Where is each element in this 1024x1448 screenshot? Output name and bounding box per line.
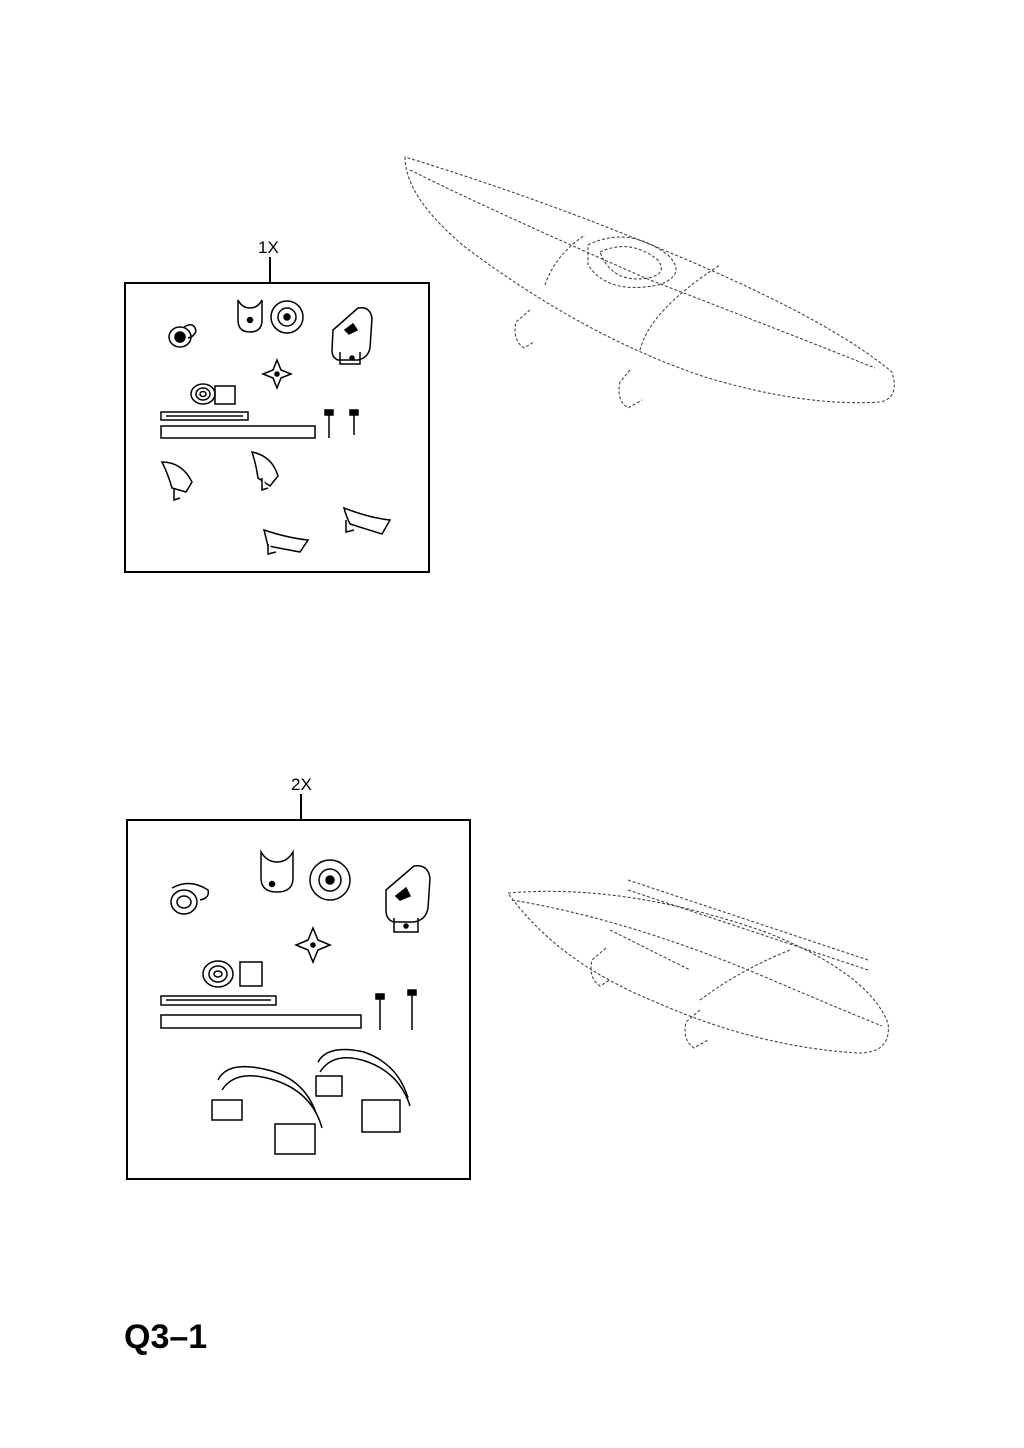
kayak-illustration-1 <box>404 156 895 409</box>
kit-2-frame <box>126 819 471 1180</box>
kit-1-lock-cylinder <box>168 324 197 348</box>
kit-1-round-knob <box>270 300 304 334</box>
kit-2-bolts <box>375 989 417 1030</box>
kit-1-bolts <box>324 409 359 438</box>
kayak-illustration-2 <box>506 879 889 1054</box>
kit-2-star-knob <box>294 926 332 964</box>
kit-2-strips <box>160 995 362 1029</box>
kit-1-label: 1X <box>258 238 279 257</box>
kit-1-holder-plate <box>237 299 263 333</box>
page-code: Q3–1 <box>124 1318 208 1356</box>
kit-2-strap-coil <box>202 960 263 988</box>
kit-1-strap-coil <box>190 383 236 405</box>
kit-2-group <box>126 794 889 1180</box>
kit-1-clamp-bracket <box>331 306 373 365</box>
kit-2-clamp-bracket <box>385 865 431 933</box>
kit-2-round-knob <box>309 859 351 901</box>
kit-2-lock-cylinder <box>170 882 210 915</box>
kit-1-frame <box>124 282 430 573</box>
kit-2-holder-plate <box>260 849 294 893</box>
kit-1-strips <box>160 411 316 439</box>
kit-1-saddle-pads <box>160 451 392 555</box>
kit-2-label: 2X <box>291 775 312 794</box>
kit-1-star-knob <box>260 357 294 391</box>
kit-1-group <box>124 156 895 573</box>
kit-2-roller-cradles <box>211 1048 411 1155</box>
